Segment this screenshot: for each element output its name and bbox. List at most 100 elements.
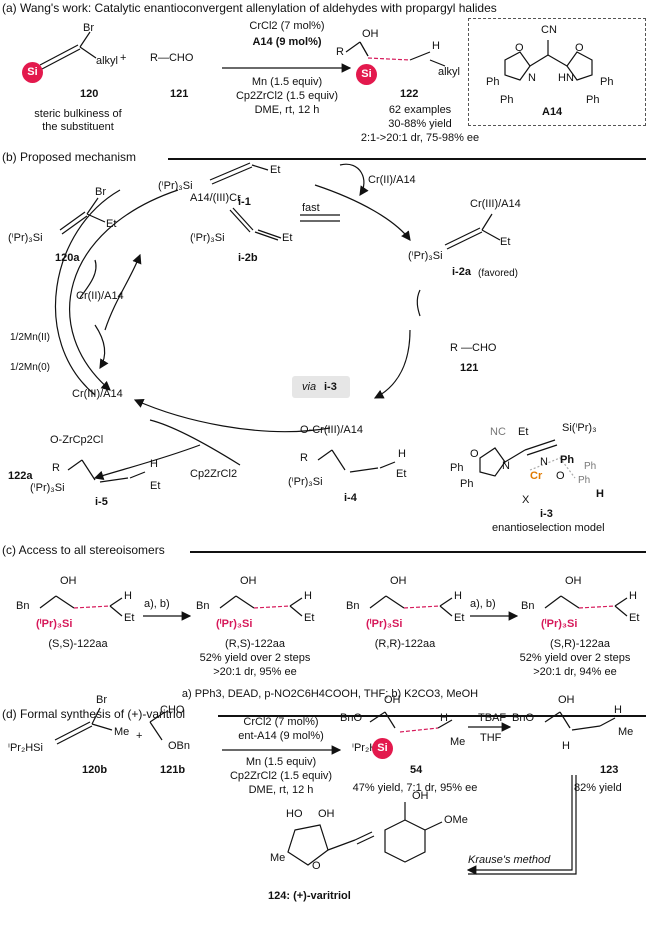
structure-i-1 xyxy=(209,162,269,185)
i4-o: O-Cr(III)/A14 xyxy=(300,424,363,436)
c3-et: Et xyxy=(454,612,465,624)
compound-54: 54 xyxy=(410,764,423,776)
c1-h: H xyxy=(124,590,132,602)
structure-120b xyxy=(54,707,113,745)
i4-r: R xyxy=(300,452,308,464)
i3-o2: O xyxy=(556,470,565,482)
label-cp2zrcl2-b: Cp2ZrCl2 xyxy=(190,468,238,480)
result-a-2: 30-88% yield xyxy=(388,118,452,130)
label-tbaf: TBAF xyxy=(478,712,507,724)
i1-si: (ⁱPr)₃Si xyxy=(158,180,193,192)
structure-i-2a xyxy=(444,213,501,250)
result-a-3: 2:1->20:1 dr, 75-98% ee xyxy=(360,132,480,144)
123-oh: OH xyxy=(558,694,575,706)
123-h2: H xyxy=(614,704,622,716)
via-box xyxy=(292,376,350,398)
condition-d-2: ent-A14 (9 mol%) xyxy=(238,730,324,742)
c3-h: H xyxy=(454,590,462,602)
structure-i-5 xyxy=(67,459,146,483)
compound-120a: 120a xyxy=(55,252,80,264)
i4-h: H xyxy=(398,448,406,460)
label-ph-a4: Ph xyxy=(586,94,600,106)
124-me: Me xyxy=(270,852,286,864)
structure-123 xyxy=(544,711,616,731)
label-thf: THF xyxy=(480,732,502,744)
section-b-rule xyxy=(168,158,646,160)
structure-i-3 xyxy=(479,439,576,479)
i3-n2: N xyxy=(540,456,548,468)
i2a-et: Et xyxy=(500,236,511,248)
i4-et: Et xyxy=(396,468,407,480)
condition-a-5: DME, rt, 12 h xyxy=(254,104,320,116)
label-crII: Cr(II)/A14 xyxy=(76,290,124,302)
condition-a-1: CrCl2 (7 mol%) xyxy=(249,20,325,32)
c4-bn: Bn xyxy=(521,600,535,612)
121b-cho: CHO xyxy=(160,704,185,716)
c1-si: (ⁱPr)₃Si xyxy=(36,618,73,630)
condition-d-5: DME, rt, 12 h xyxy=(248,784,314,796)
label-r-cho: R—CHO xyxy=(150,52,194,64)
arrow-c2-label: a), b) xyxy=(470,598,496,610)
c3-oh: OH xyxy=(390,575,407,587)
c4-dr: >20:1 dr, 94% ee xyxy=(533,666,617,678)
54-si-prefix: ⁱPr₂H xyxy=(352,742,378,754)
c4-si: (ⁱPr)₃Si xyxy=(541,618,578,630)
condition-a-4: Cp2ZrCl2 (1.5 equiv) xyxy=(235,90,339,102)
c4-oh: OH xyxy=(565,575,582,587)
c1-oh: OH xyxy=(60,575,77,587)
label-br: Br xyxy=(83,22,94,34)
structure-i-4 xyxy=(317,449,396,473)
i5-et: Et xyxy=(150,480,161,492)
i3-cr: Cr xyxy=(530,470,543,482)
label-o-a14-2: O xyxy=(575,42,584,54)
label-ph-a3: Ph xyxy=(600,76,614,88)
label-mn2: 1/2Mn(II) xyxy=(10,332,51,343)
c3-name: (R,R)-122aa xyxy=(374,638,436,650)
i2b-cr: A14/(III)Cr xyxy=(190,192,241,204)
i2a-cr: Cr(III)/A14 xyxy=(470,198,521,210)
label-i-2b: i-2b xyxy=(238,252,258,264)
i2b-si: (ⁱPr)₃Si xyxy=(190,232,225,244)
label-model: enantioselection model xyxy=(492,522,605,534)
124-o: O xyxy=(312,860,321,872)
c2-yield: 52% yield over 2 steps xyxy=(199,652,311,664)
i3-nc: NC xyxy=(490,426,506,438)
c3-si: (ⁱPr)₃Si xyxy=(366,618,403,630)
section-d-title: (d) Formal synthesis of (+)-varitriol xyxy=(2,707,186,721)
structures-122aa xyxy=(39,595,628,617)
section-c-title: (c) Access to all stereoisomers xyxy=(2,543,165,557)
label-i-5: i-5 xyxy=(95,496,108,508)
condition-d-3: Mn (1.5 equiv) xyxy=(245,756,317,768)
label-i-4: i-4 xyxy=(344,492,357,504)
arrow-c1-label: a), b) xyxy=(144,598,170,610)
c2-dr: >20:1 dr, 95% ee xyxy=(213,666,297,678)
label-oh-122: OH xyxy=(362,28,379,40)
c2-h: H xyxy=(304,590,312,602)
structure-a14 xyxy=(504,40,593,81)
label-ph-a2: Ph xyxy=(500,94,514,106)
i3-x: X xyxy=(522,494,530,506)
c4-name: (S,R)-122aa xyxy=(550,638,610,650)
120a-si: (ⁱPr)₃Si xyxy=(8,232,43,244)
120a-br: Br xyxy=(95,186,106,198)
ligand-label: A14 xyxy=(542,106,563,118)
label-i-3: i-3 xyxy=(540,508,553,520)
c2-bn: Bn xyxy=(196,600,210,612)
label-krause: Krause's method xyxy=(468,854,551,866)
i3-si: Si(ⁱPr)₃ xyxy=(562,422,597,434)
label-fast: fast xyxy=(302,202,320,214)
c2-si: (ⁱPr)₃Si xyxy=(216,618,253,630)
compound-124: 124: (+)-varitriol xyxy=(268,890,351,902)
via-ref: i-3 xyxy=(324,381,337,393)
c2-oh: OH xyxy=(240,575,257,587)
label-cr-a14-top: Cr(II)/A14 xyxy=(368,174,416,186)
120b-si: ⁱPr₂HSi xyxy=(8,742,43,754)
120b-br: Br xyxy=(96,694,107,706)
label-hn-a14: HN xyxy=(558,72,574,84)
label-crIII: Cr(III)/A14 xyxy=(72,388,123,400)
plus-d: + xyxy=(136,730,143,742)
120b-me: Me xyxy=(114,726,130,738)
si-badge-54: Si xyxy=(372,738,393,759)
arrow-krause xyxy=(466,775,573,875)
